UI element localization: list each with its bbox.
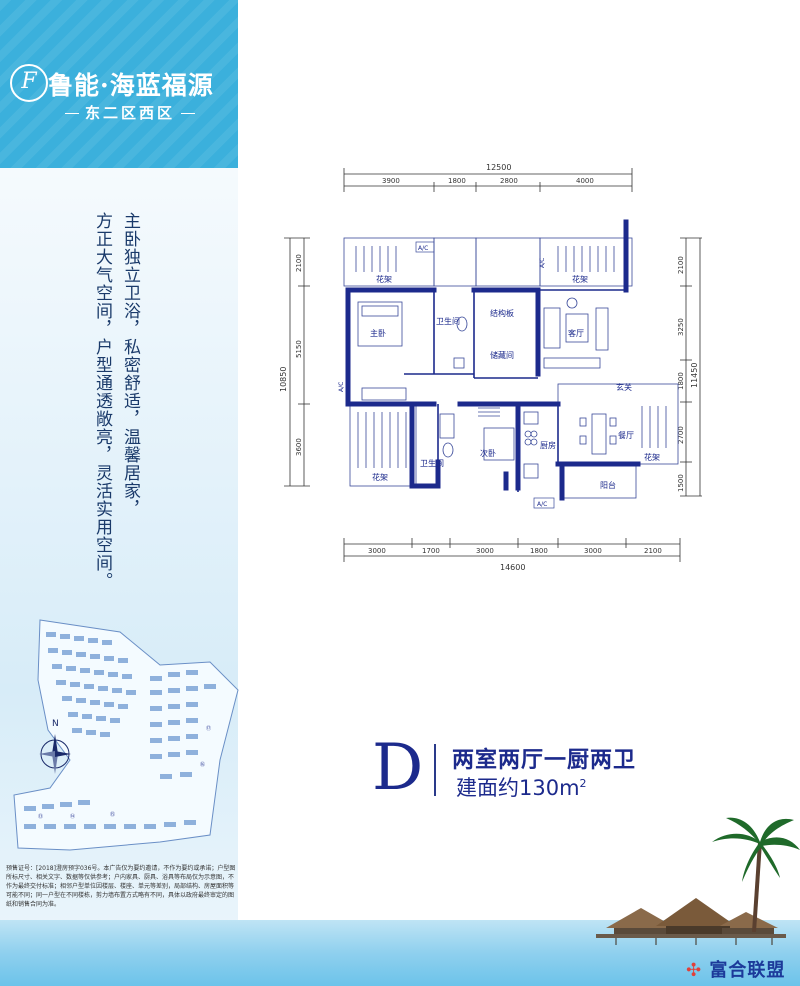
palm-tree-image <box>712 817 800 932</box>
svg-text:⑭: ⑭ <box>70 813 75 820</box>
svg-text:⑯: ⑯ <box>200 761 205 768</box>
brand-banner: F 鲁能·海蓝福源 东二区西区 <box>0 0 238 168</box>
dim-bottom-2: 1700 <box>422 547 440 555</box>
dim-bottom-3: 3000 <box>476 547 494 555</box>
compass-north-icon: N <box>39 719 71 774</box>
brand-logo-icon: F <box>10 64 48 102</box>
ac-label-1: A/C <box>418 245 428 252</box>
left-panel: F 鲁能·海蓝福源 东二区西区 主卧独立卫浴，私密舒适，温馨居家， 方正大气空间… <box>0 0 239 986</box>
dim-right-5: 1500 <box>677 474 685 492</box>
unit-area: 建面约130m2 <box>456 776 587 800</box>
svg-text:⑮: ⑮ <box>110 811 115 818</box>
brand-subtitle: 东二区西区 <box>50 102 210 123</box>
dim-left-1: 2100 <box>295 254 303 272</box>
beach-pavilion-image <box>596 898 786 945</box>
dim-top-2: 1800 <box>448 177 466 185</box>
flower-rack-2: 花架 <box>572 274 588 284</box>
room-balcony: 阳台 <box>600 480 616 490</box>
dim-bottom-1: 3000 <box>368 547 386 555</box>
dim-right-4: 2700 <box>677 426 685 444</box>
dim-left-3: 3600 <box>295 438 303 456</box>
flower-rack-3: 花架 <box>372 472 388 482</box>
dim-left-total: 10850 <box>279 367 288 392</box>
room-bathroom-2: 卫生间 <box>420 458 444 468</box>
watermark-logo: ✣ 富合联盟 <box>686 960 786 981</box>
flower-rack-1: 花架 <box>376 274 392 284</box>
dim-right-3: 1800 <box>677 372 685 390</box>
site-plan-map: ⑬ ⑭ ⑮ ⑯ ⑰ <box>13 619 239 851</box>
dim-right-1: 2100 <box>677 256 685 274</box>
dim-bottom-6: 2100 <box>644 547 662 555</box>
room-second-bedroom: 次卧 <box>480 448 496 458</box>
svg-text:⑰: ⑰ <box>206 725 211 732</box>
dim-left-2: 5150 <box>295 340 303 358</box>
ac-label-2: A/C <box>537 501 547 508</box>
floor-plan: 12500 3900 1800 2800 4000 10850 2100 515… <box>279 163 702 572</box>
dim-right-2: 3250 <box>677 318 685 336</box>
ac-label-4: A/C <box>539 258 546 268</box>
title-divider <box>434 744 436 796</box>
room-master-bedroom: 主卧 <box>370 328 386 338</box>
room-dining: 餐厅 <box>618 431 634 440</box>
flower-rack-4: 花架 <box>644 452 660 462</box>
dim-right-total: 11450 <box>690 363 699 388</box>
dim-top-total: 12500 <box>486 163 511 172</box>
room-bathroom-1: 卫生间 <box>436 316 460 326</box>
svg-text:N: N <box>52 719 59 729</box>
dim-bottom-5: 3000 <box>584 547 602 555</box>
unit-type-letter: D <box>372 731 424 805</box>
room-living: 客厅 <box>568 328 584 338</box>
dim-bottom-4: 1800 <box>530 547 548 555</box>
room-structure-board: 结构板 <box>490 308 514 318</box>
legal-disclaimer: 预售证号：[2018]澄房预字036号。本广告仅为要约邀请，不作为要约或承诺；户… <box>6 865 236 908</box>
slogan-line-1: 主卧独立卫浴，私密舒适，温馨居家， <box>120 212 140 518</box>
room-entrance: 玄关 <box>616 382 632 392</box>
slogan-line-2: 方正大气空间，户型通透敞亮，灵活实用空间。 <box>92 212 112 590</box>
dim-bottom-total: 14600 <box>500 563 525 572</box>
dim-top-1: 3900 <box>382 177 400 185</box>
dim-top-4: 4000 <box>576 177 594 185</box>
dim-top-3: 2800 <box>500 177 518 185</box>
room-kitchen: 厨房 <box>540 440 556 450</box>
room-storage: 储藏间 <box>490 350 514 360</box>
brand-name: 鲁能·海蓝福源 <box>48 71 214 100</box>
ac-label-3: A/C <box>338 382 345 392</box>
unit-layout-title: 两室两厅一厨两卫 <box>452 748 637 773</box>
svg-text:⑬: ⑬ <box>38 813 43 820</box>
